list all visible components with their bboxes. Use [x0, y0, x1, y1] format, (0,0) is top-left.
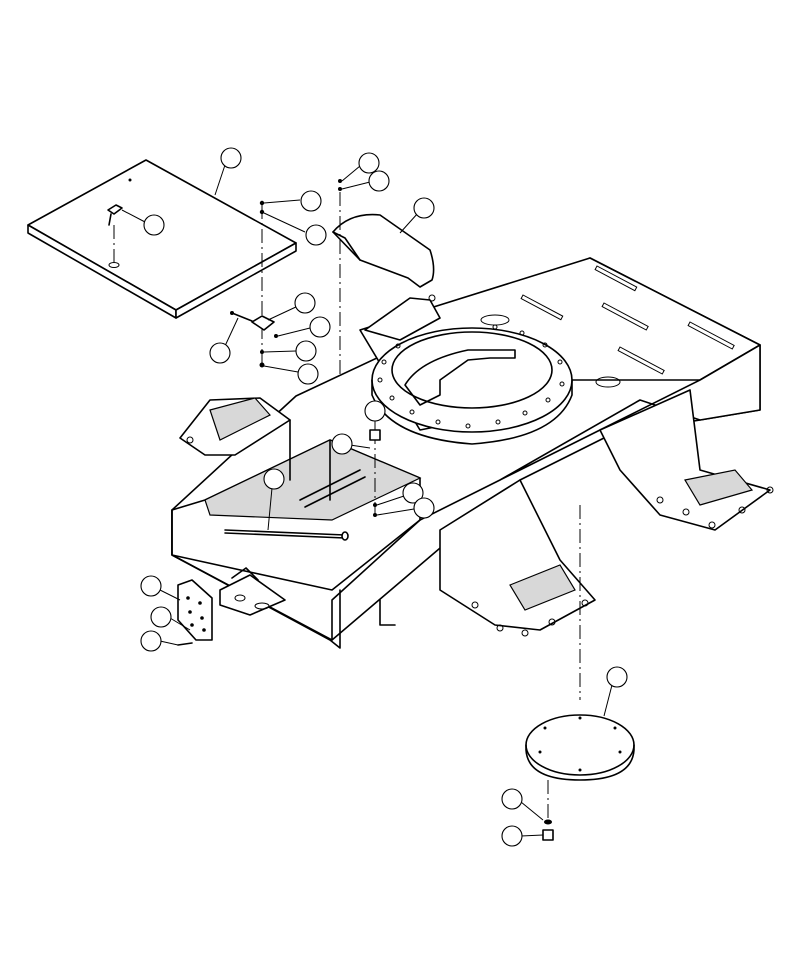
- callout-bubble: [263, 190, 322, 212]
- center-hardware: [369, 429, 381, 520]
- fender-cover: [332, 179, 435, 288]
- track-mount-front: [439, 479, 596, 637]
- callout-bubble: [263, 340, 317, 362]
- ring-bolt-holes: [377, 324, 565, 429]
- rear-plate: [177, 579, 213, 646]
- callout-bubble: [501, 788, 544, 821]
- callout-bubble: [209, 317, 239, 364]
- callout-bubble: [376, 497, 435, 519]
- callout-bubble: [263, 468, 285, 531]
- callouts: [121, 147, 628, 847]
- callout-bubble: [140, 575, 181, 601]
- track-mount-right: [599, 389, 774, 531]
- callout-bubble: [399, 197, 435, 234]
- callout-bubble: [603, 666, 628, 717]
- inspection-cover: [525, 714, 635, 781]
- callout-bubble: [150, 606, 191, 631]
- callout-bubble: [267, 292, 316, 321]
- callout-bubble: [501, 825, 544, 847]
- rear-coupler: [219, 567, 286, 616]
- track-mount-left: [179, 397, 291, 456]
- callout-bubble: [331, 433, 371, 455]
- callout-bubble: [376, 482, 424, 506]
- callout-bubble: [341, 152, 380, 182]
- callout-bubble: [140, 630, 179, 652]
- callout-bubble: [263, 212, 327, 246]
- callout-bubble: [121, 209, 165, 236]
- deck-slots: [480, 265, 735, 388]
- callout-bubble: [341, 170, 390, 192]
- callout-bubble: [277, 316, 331, 338]
- callout-bubble: [263, 363, 319, 385]
- track-mount-rear: [364, 294, 441, 341]
- callout-bubble: [364, 400, 386, 430]
- callout-bubble: [214, 147, 242, 196]
- cover-bolt: [542, 819, 554, 841]
- cover-plate: [27, 159, 297, 319]
